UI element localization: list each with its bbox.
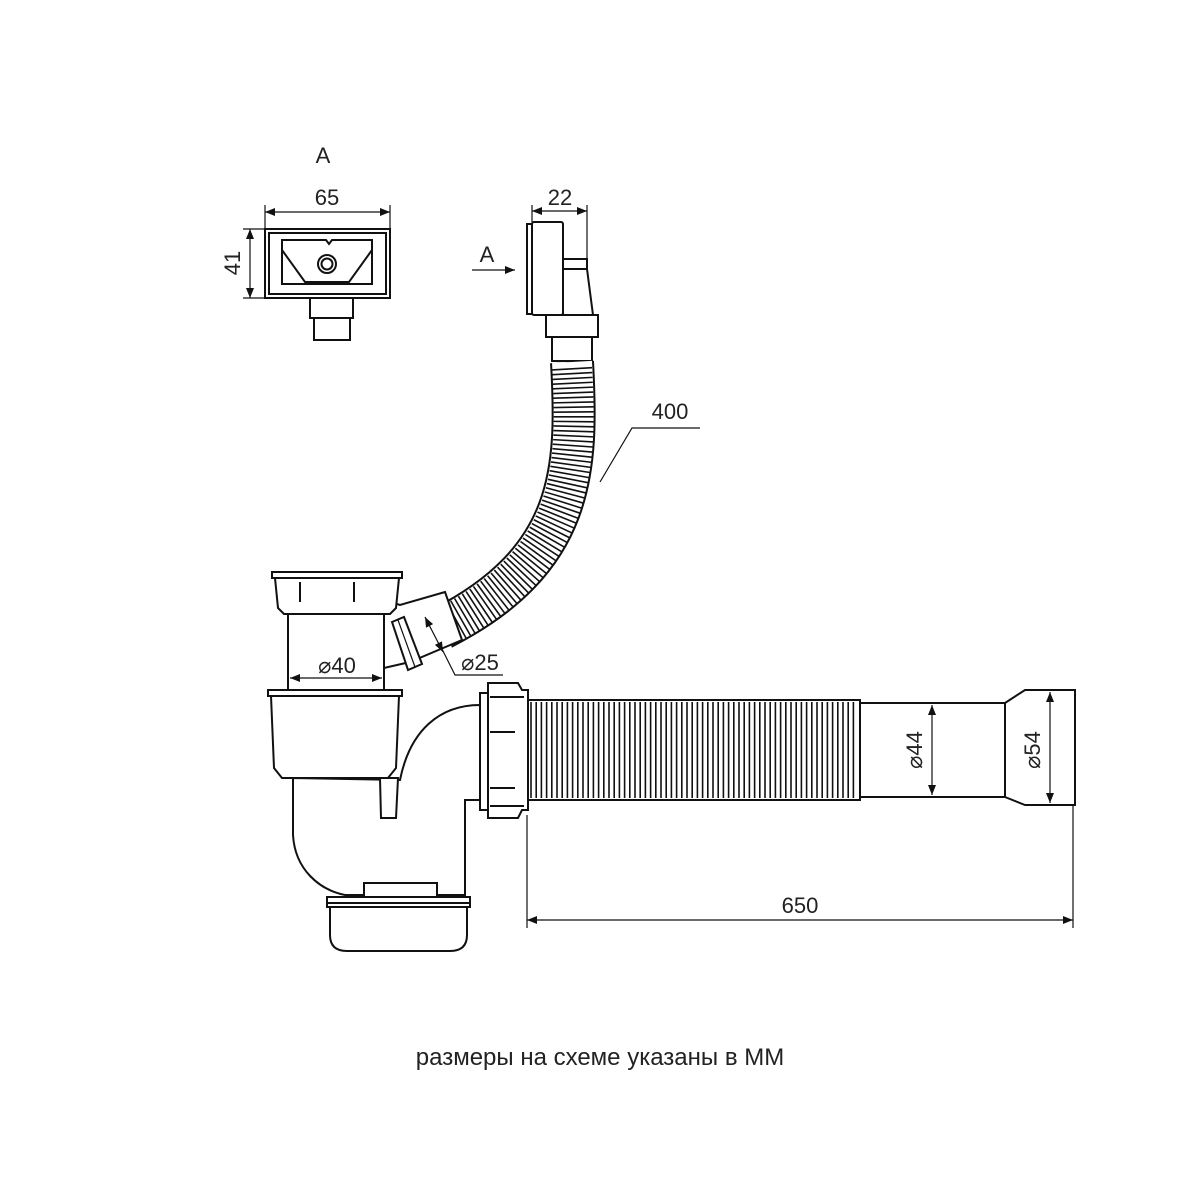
hose-length-label: 400 xyxy=(652,399,689,424)
overflow-side-view: A 22 xyxy=(472,185,599,362)
height-label: 41 xyxy=(220,251,245,275)
inner-diameter-label: ⌀44 xyxy=(902,731,927,769)
hose-length-leader xyxy=(599,427,700,483)
view-a-title: A xyxy=(316,143,331,168)
outer-diameter-label: ⌀54 xyxy=(1020,731,1045,769)
bottle-trap: ⌀40 ⌀25 xyxy=(267,571,529,952)
units-caption: размеры на схеме указаны в ММ xyxy=(416,1044,784,1071)
inlet-diameter-label: ⌀40 xyxy=(318,653,356,678)
width-label: 65 xyxy=(315,185,339,210)
view-arrow-label: A xyxy=(480,242,495,267)
upper-corrugated-hose: 400 xyxy=(431,360,700,648)
view-a: A 65 41 xyxy=(220,143,391,341)
length-label: 650 xyxy=(782,893,819,918)
lower-corrugated-hose: ⌀44 ⌀54 650 xyxy=(526,689,1076,928)
side-width-label: 22 xyxy=(548,185,572,210)
overflow-diameter-label: ⌀25 xyxy=(461,650,499,675)
